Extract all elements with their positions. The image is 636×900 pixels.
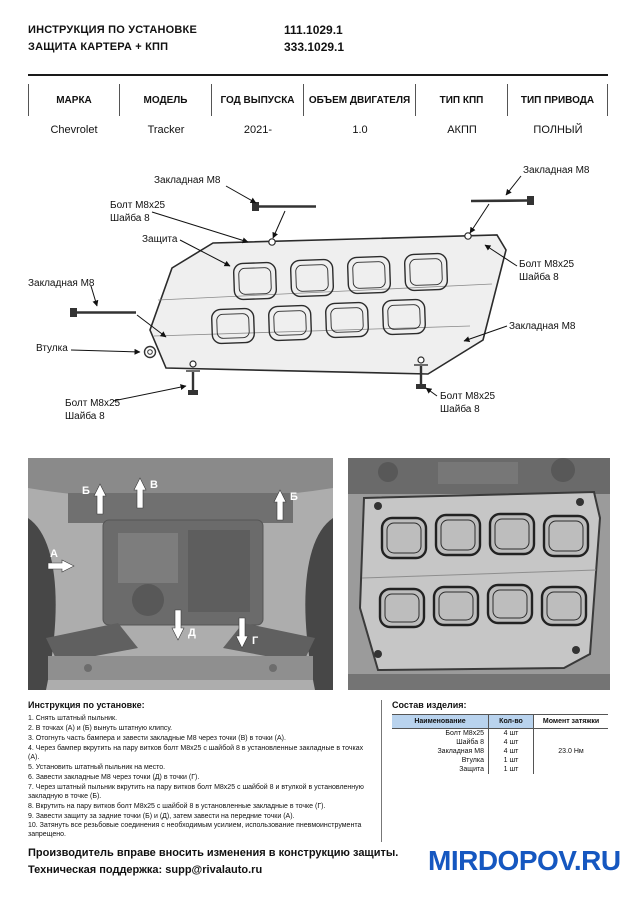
bolt-icon <box>414 364 428 389</box>
spec-col-year: ГОД ВЫПУСКА <box>212 84 304 116</box>
instruction-step: 6. Завести закладные М8 через точки (Д) … <box>28 773 200 781</box>
spec-value-row: Chevrolet Tracker 2021- 1.0 АКПП ПОЛНЫЙ <box>28 116 608 141</box>
spec-gearbox: АКПП <box>447 124 477 136</box>
spec-col-drive: ТИП ПРИВОДА <box>508 84 608 116</box>
spec-header-row: МАРКА МОДЕЛЬ ГОД ВЫПУСКА ОБЪЕМ ДВИГАТЕЛЯ… <box>28 84 608 116</box>
part-name: Втулка <box>461 757 484 764</box>
spec-brand: Chevrolet <box>50 124 98 136</box>
diagram-label-embedded-nut: Закладная М8 <box>523 165 590 176</box>
section-divider <box>381 700 382 842</box>
photo-point-label: В <box>150 479 158 491</box>
spec-col-model: МОДЕЛЬ <box>120 84 212 116</box>
header-divider <box>28 74 608 76</box>
bolt-icon <box>186 370 200 395</box>
diagram-label-embedded-nut: Закладная М8 <box>154 175 221 186</box>
diagram-label-embedded-nut: Закладная М8 <box>28 278 95 289</box>
part-number-2: 333.1029.1 <box>284 40 345 54</box>
installation-steps-title: Инструкция по установке: <box>28 700 145 710</box>
table-row: Втулка 1 шт <box>392 756 608 765</box>
spec-year: 2021- <box>243 124 273 136</box>
diagram-label-bushing: Втулка <box>36 343 68 354</box>
diagram-label-bolt-washer: Болт М8х25 Шайба 8 <box>440 391 496 415</box>
parts-list: Состав изделия: Наименование Кол-во Моме… <box>392 700 608 774</box>
vehicle-spec-table: МАРКА МОДЕЛЬ ГОД ВЫПУСКА ОБЪЕМ ДВИГАТЕЛЯ… <box>28 84 608 141</box>
photo-callout-arrows <box>47 477 287 649</box>
diagram-label-embedded-nut: Закладная М8 <box>509 321 576 332</box>
spec-col-gearbox: ТИП КПП <box>416 84 508 116</box>
diagram-label-bolt-washer: Болт М8х25 Шайба 8 <box>110 200 166 224</box>
installation-steps: Инструкция по установке: 1. Снять штатны… <box>28 700 368 841</box>
photo-point-label: Б <box>82 485 90 497</box>
instruction-step: 4. Через бампер вкрутить на пару витков … <box>28 744 364 761</box>
part-name: Защита <box>459 766 484 773</box>
leader-lines <box>70 175 522 402</box>
document-title: ИНСТРУКЦИЯ ПО УСТАНОВКЕ ЗАЩИТА КАРТЕРА +… <box>28 22 197 56</box>
title-line-2: ЗАЩИТА КАРТЕРА + КПП <box>28 41 169 53</box>
spec-col-engine: ОБЪЕМ ДВИГАТЕЛЯ <box>304 84 416 116</box>
part-qty: 4 шт <box>488 728 534 738</box>
part-numbers: 111.1029.1 333.1029.1 <box>284 22 344 56</box>
col-part-name: Наименование <box>392 715 489 729</box>
skid-plate-drawing <box>70 175 534 402</box>
parts-list-title: Состав изделия: <box>392 700 608 715</box>
part-qty: 1 шт <box>488 756 534 765</box>
photo-under-hood: Б В Б А Д Г <box>28 458 333 690</box>
table-row: Защита 1 шт <box>392 765 608 774</box>
instruction-step: 5. Установить штатный пыльник на место. <box>28 763 166 771</box>
diagram-label-bolt-washer: Болт М8х25 Шайба 8 <box>65 398 121 422</box>
part-qty: 4 шт <box>488 747 534 756</box>
part-qty: 1 шт <box>488 765 534 774</box>
part-qty: 4 шт <box>488 738 534 747</box>
spec-model: Tracker <box>147 124 185 136</box>
components-table: Наименование Кол-во Момент затяжки Болт … <box>392 715 608 774</box>
instruction-step: 9. Завести защиту за задние точки (Б) и … <box>28 812 295 820</box>
photo-point-label: Г <box>252 635 259 647</box>
instruction-step: 3. Отогнуть часть бампера и завести закл… <box>28 734 286 742</box>
spec-col-brand: МАРКА <box>28 84 120 116</box>
bushing-icon <box>143 345 157 359</box>
instruction-step: 10. Затянуть все резьбовые соединения с … <box>28 822 362 839</box>
photo-point-label: Д <box>188 627 196 639</box>
instruction-step: 8. Вкрутить на пару витков болт М8х25 с … <box>28 802 326 810</box>
embedded-nut-icon <box>252 202 316 211</box>
footer: Производитель вправе вносить изменения в… <box>28 845 398 879</box>
col-torque: Момент затяжки <box>533 715 608 729</box>
part-number-1: 111.1029.1 <box>284 23 343 37</box>
photo-point-label: А <box>50 548 58 560</box>
embedded-nut-icon <box>70 308 136 317</box>
table-row: Шайба 8 4 шт <box>392 738 608 747</box>
part-name: Закладная М8 <box>437 748 484 755</box>
spec-drive: ПОЛНЫЙ <box>533 124 583 136</box>
part-name: Болт М8х25 <box>445 730 484 737</box>
table-row: Болт М8х25 4 шт 23.0 Нм <box>392 728 608 774</box>
diagram-label-bolt-washer: Болт М8х25 Шайба 8 <box>519 259 575 283</box>
part-name: Шайба 8 <box>456 739 484 746</box>
watermark: MIRDOPOV.RU <box>428 845 621 876</box>
embedded-nut-icon <box>470 196 534 205</box>
col-quantity: Кол-во <box>488 715 534 729</box>
instruction-step: 7. Через штатный пыльник вкрутить на пар… <box>28 783 364 800</box>
manufacturer-note: Производитель вправе вносить изменения в… <box>28 847 399 859</box>
title-line-1: ИНСТРУКЦИЯ ПО УСТАНОВКЕ <box>28 24 197 36</box>
table-row: Закладная М8 4 шт <box>392 747 608 756</box>
instruction-step: 1. Снять штатный пыльник. <box>28 715 118 722</box>
support-line: Техническая поддержка: supp@rivalauto.ru <box>28 862 398 879</box>
exploded-diagram: Закладная М8 Закладная М8 Болт М8х25 Шай… <box>0 150 636 458</box>
photo-point-label: Б <box>290 491 298 503</box>
instruction-step: 2. В точках (А) и (Б) вынуть штатную кли… <box>28 724 173 732</box>
spec-engine: 1.0 <box>352 124 368 136</box>
diagram-label-guard: Защита <box>142 234 178 245</box>
torque-value: 23.0 Нм <box>533 728 608 774</box>
support-email: supp@rivalauto.ru <box>165 864 263 876</box>
support-label: Техническая поддержка: <box>28 864 163 876</box>
photo-installed-guard <box>348 458 610 690</box>
